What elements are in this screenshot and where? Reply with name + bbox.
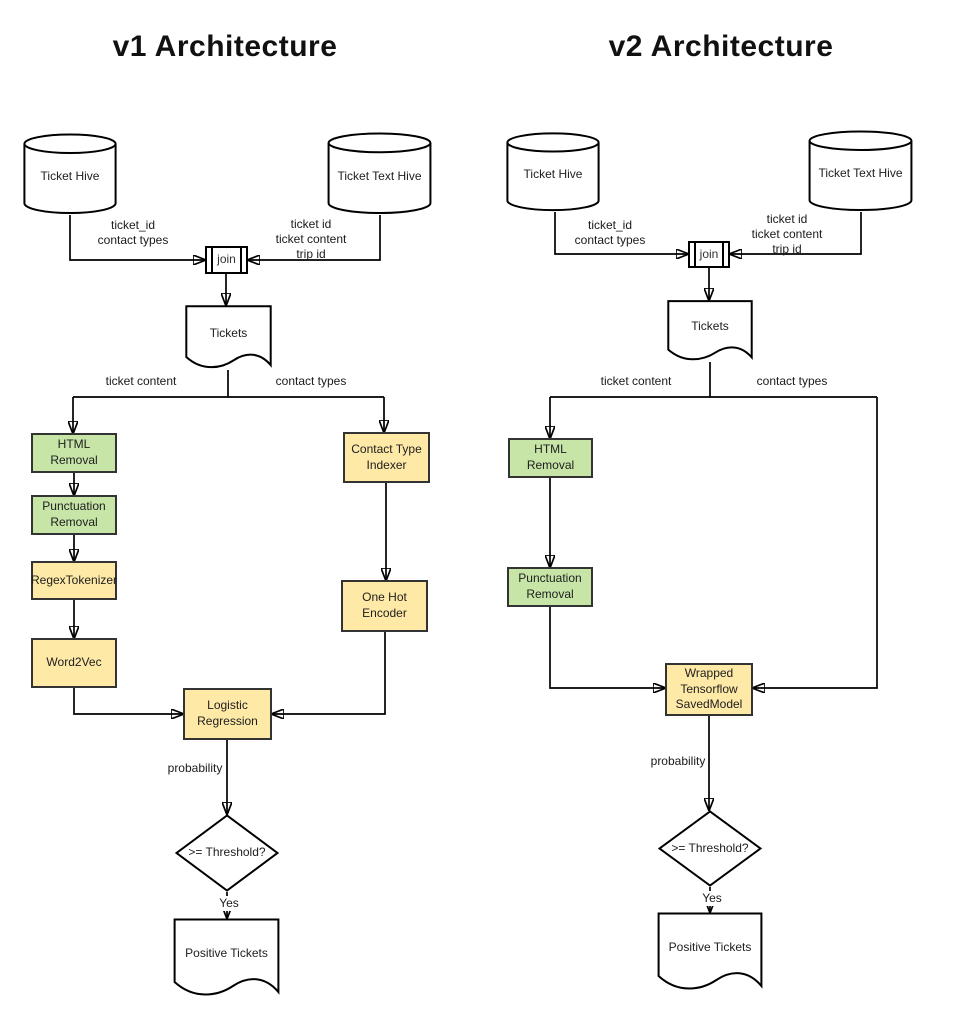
v2-html-removal-label: HTML Removal — [526, 442, 575, 472]
v1-branch-contact-types-label: contact types — [275, 374, 347, 388]
v1-regex-tokenizer-label: RegexTokenizer — [30, 572, 118, 587]
v1-tickets-document: Tickets — [185, 305, 272, 370]
v2-ticket-text-hive-label: Ticket Text Hive — [818, 166, 903, 181]
join-side-bar — [211, 248, 213, 272]
v2-branch-ticket-content-label: ticket content — [600, 374, 672, 388]
diamond-icon — [175, 814, 279, 892]
v1-left-join-fields-label: ticket_id contact types — [97, 218, 169, 247]
document-icon — [173, 918, 280, 998]
v1-right-join-fields-label: ticket id ticket content trip id — [275, 217, 347, 261]
cylinder-icon — [808, 130, 913, 212]
v2-join-node: join — [688, 241, 730, 268]
v2-left-join-fields-label: ticket_id contact types — [574, 218, 646, 247]
v1-contact-type-indexer-step: Contact Type Indexer — [343, 432, 430, 483]
diamond-icon — [658, 810, 762, 887]
v1-punctuation-removal-step: Punctuation Removal — [31, 495, 117, 535]
v2-html-removal-step: HTML Removal — [508, 438, 593, 478]
v2-threshold-decision: >= Threshold? — [658, 810, 762, 887]
v1-logistic-regression-label: Logistic Regression — [197, 698, 258, 728]
v2-wrapped-tensorflow-savedmodel-step: Wrapped Tensorflow SavedModel — [665, 663, 753, 716]
v1-title: v1 Architecture — [112, 30, 338, 63]
v2-branch-contact-types-label: contact types — [756, 374, 828, 388]
v1-html-removal-step: HTML Removal — [31, 433, 117, 473]
v2-wrapped-tensorflow-savedmodel-label: Wrapped Tensorflow SavedModel — [675, 666, 743, 712]
join-side-bar — [694, 243, 696, 266]
document-icon — [667, 300, 753, 362]
v2-positive-tickets-document: Positive Tickets — [657, 912, 763, 992]
v1-join-label: join — [217, 252, 236, 267]
v1-join-node: join — [205, 246, 248, 274]
v1-word2vec-label: Word2Vec — [46, 655, 102, 670]
v1-contact-type-indexer-label: Contact Type Indexer — [351, 441, 422, 472]
cylinder-icon — [23, 133, 117, 215]
v2-yes-label: Yes — [685, 891, 739, 906]
v2-tickets-label: Tickets — [691, 319, 729, 334]
document-icon — [185, 305, 272, 370]
v1-ticket-hive-database: Ticket Hive — [23, 133, 117, 215]
v1-tickets-label: Tickets — [209, 325, 248, 340]
v2-positive-tickets-label: Positive Tickets — [668, 940, 752, 955]
v1-word2vec-step: Word2Vec — [31, 638, 117, 688]
v1-html-removal-label: HTML Removal — [50, 437, 98, 467]
v2-ticket-hive-database: Ticket Hive — [506, 132, 600, 212]
v2-threshold-label: >= Threshold? — [671, 840, 749, 855]
v1-ticket-hive-label: Ticket Hive — [40, 169, 100, 184]
v2-join-label: join — [699, 246, 719, 261]
cylinder-icon — [506, 132, 600, 212]
v2-ticket-text-hive-database: Ticket Text Hive — [808, 130, 913, 212]
v1-yes-label: Yes — [202, 896, 256, 911]
v1-punctuation-removal-label: Punctuation Removal — [42, 499, 106, 529]
v1-one-hot-encoder-label: One Hot Encoder — [362, 590, 407, 620]
v2-probability-label: probability — [650, 754, 706, 768]
v1-regex-tokenizer-step: RegexTokenizer — [31, 561, 117, 600]
v2-right-join-fields-label: ticket id ticket content trip id — [751, 212, 823, 256]
v1-probability-label: probability — [167, 761, 223, 775]
v2-ticket-hive-label: Ticket Hive — [523, 167, 583, 182]
document-icon — [657, 912, 763, 992]
v2-punctuation-removal-step: Punctuation Removal — [507, 567, 593, 607]
v2-punctuation-removal-label: Punctuation Removal — [518, 571, 582, 601]
v1-threshold-decision: >= Threshold? — [175, 814, 279, 892]
v2-title: v2 Architecture — [608, 30, 834, 63]
join-side-bar — [722, 243, 724, 266]
v1-positive-tickets-label: Positive Tickets — [185, 946, 268, 961]
join-side-bar — [240, 248, 242, 272]
v1-logistic-regression-step: Logistic Regression — [183, 688, 272, 740]
v1-positive-tickets-document: Positive Tickets — [173, 918, 280, 998]
v1-threshold-label: >= Threshold? — [188, 845, 266, 860]
v1-ticket-text-hive-label: Ticket Text Hive — [337, 168, 422, 183]
v2-tickets-document: Tickets — [667, 300, 753, 362]
cylinder-icon — [327, 132, 432, 215]
v1-ticket-text-hive-database: Ticket Text Hive — [327, 132, 432, 215]
v1-one-hot-encoder-step: One Hot Encoder — [341, 580, 428, 632]
v1-branch-ticket-content-label: ticket content — [105, 374, 177, 388]
